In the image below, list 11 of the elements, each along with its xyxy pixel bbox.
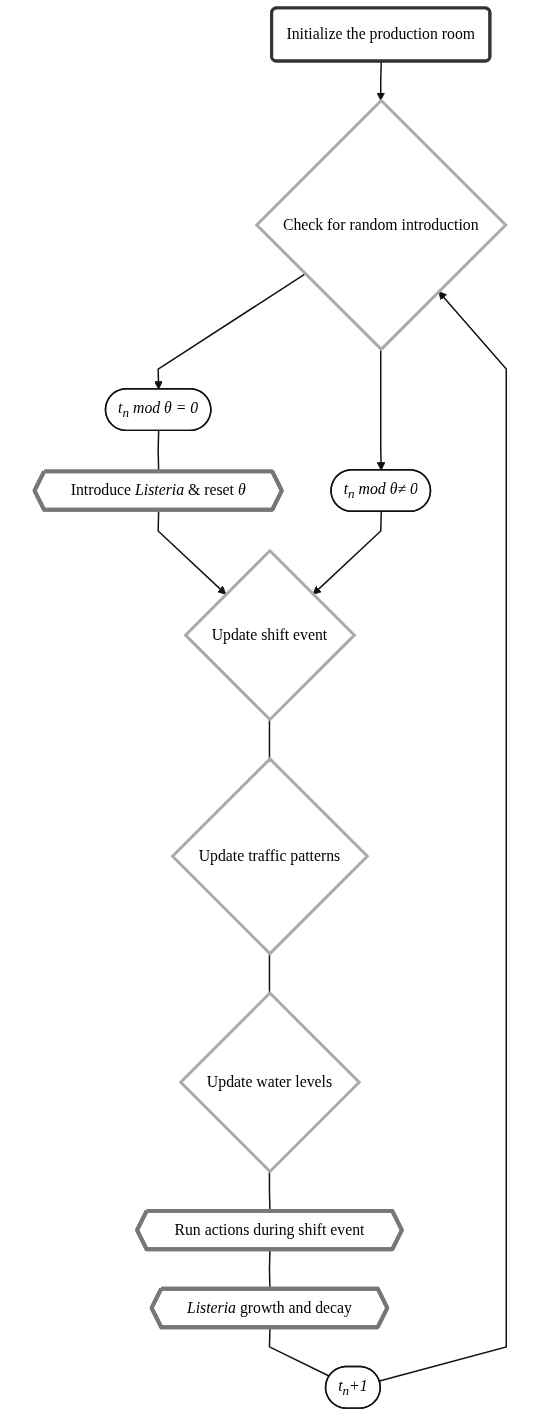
arrow [153, 273, 306, 390]
arrow [378, 291, 507, 1382]
connector [268, 718, 270, 760]
arrow [312, 511, 382, 595]
connector [268, 952, 270, 994]
node-diamond: Update traffic patterns [170, 756, 369, 956]
node-diamond: Check for random introduction [254, 98, 508, 352]
node-diamond: Update shift event [183, 548, 357, 722]
node-diamond: Update water levels [178, 991, 361, 1174]
arrow [376, 348, 385, 471]
arrow [157, 509, 226, 595]
